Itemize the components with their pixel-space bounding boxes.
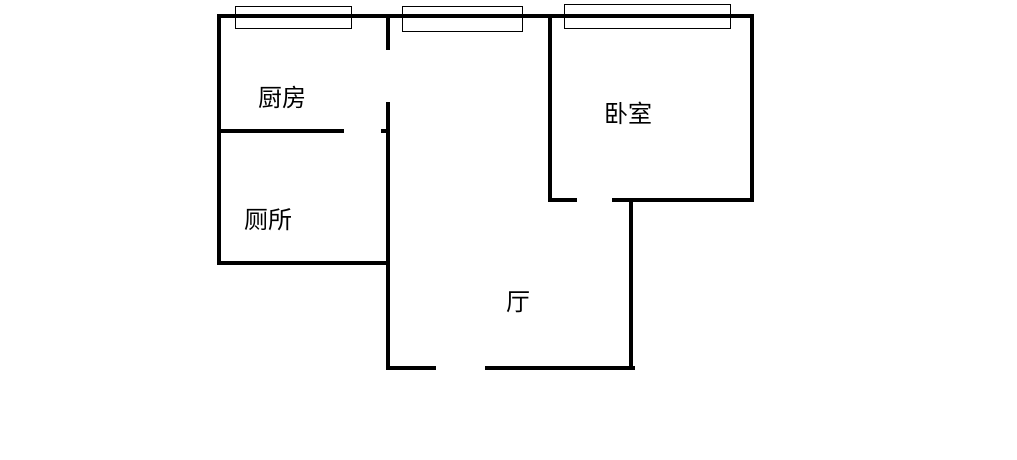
kitchen-label: 厨房 bbox=[258, 84, 306, 112]
living-room-label: 厅 bbox=[506, 288, 530, 316]
toilet-label: 厕所 bbox=[244, 206, 292, 234]
bedroom-label: 卧室 bbox=[604, 100, 652, 128]
hall-window bbox=[402, 6, 523, 32]
